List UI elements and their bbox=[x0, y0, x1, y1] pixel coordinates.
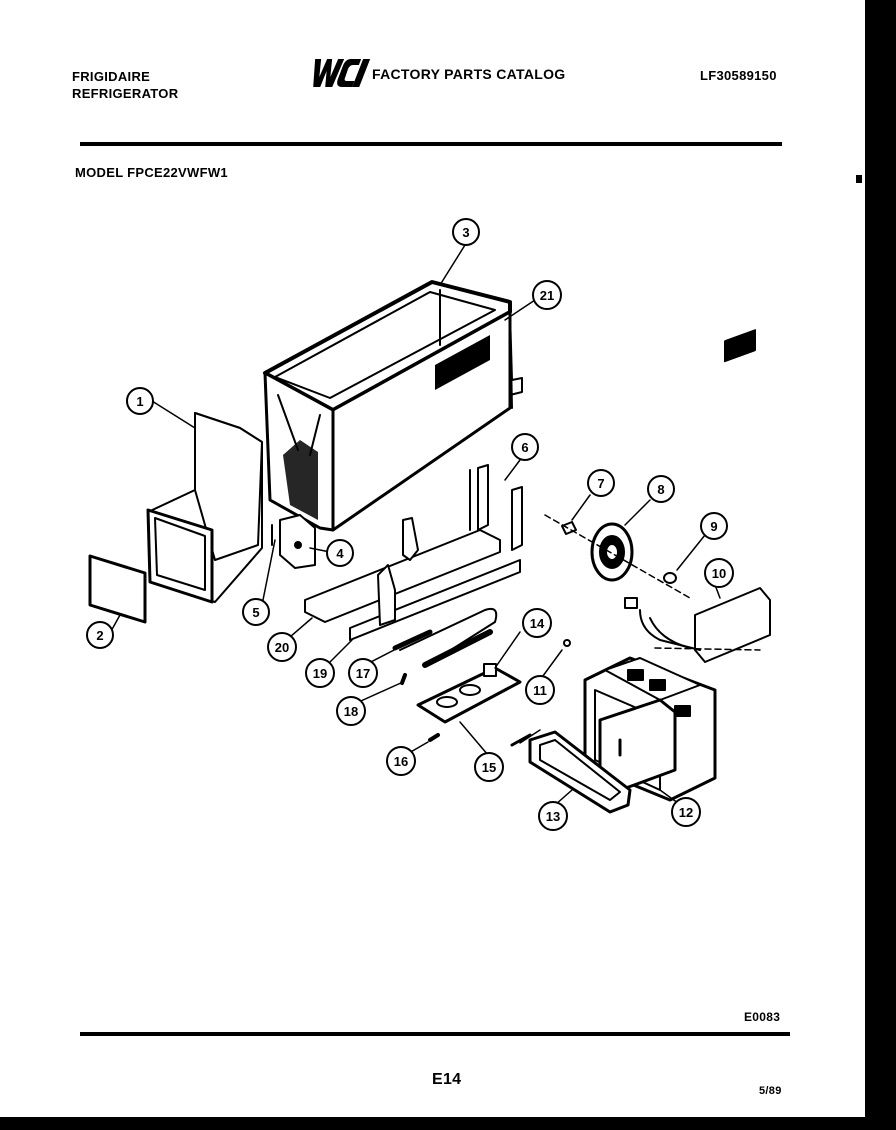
callout-19: 19 bbox=[305, 658, 335, 688]
svg-text:6: 6 bbox=[521, 440, 528, 455]
svg-text:20: 20 bbox=[275, 640, 289, 655]
catalog-sheet: FRIGIDAIRE REFRIGERATOR FACTORY PARTS CA… bbox=[0, 0, 865, 1117]
svg-text:9: 9 bbox=[710, 519, 717, 534]
ice-bucket bbox=[263, 280, 523, 532]
svg-text:8: 8 bbox=[657, 482, 664, 497]
svg-text:21: 21 bbox=[540, 288, 554, 303]
catalog-title: FACTORY PARTS CATALOG bbox=[372, 66, 566, 82]
print-date: 5/89 bbox=[759, 1085, 782, 1097]
callout-5: 5 bbox=[242, 598, 270, 626]
callout-11: 11 bbox=[525, 675, 555, 705]
callout-16: 16 bbox=[386, 746, 416, 776]
svg-text:4: 4 bbox=[336, 546, 344, 561]
screws bbox=[400, 639, 571, 747]
wci-logo bbox=[313, 59, 371, 87]
callout-20: 20 bbox=[267, 632, 297, 662]
heater-strip bbox=[392, 607, 498, 668]
svg-text:7: 7 bbox=[597, 476, 604, 491]
svg-text:13: 13 bbox=[546, 809, 560, 824]
svg-text:1: 1 bbox=[136, 394, 143, 409]
callout-6: 6 bbox=[511, 433, 539, 461]
part-number: LF30589150 bbox=[700, 68, 777, 83]
callout-13: 13 bbox=[538, 801, 568, 831]
diagram-code: E0083 bbox=[744, 1010, 781, 1024]
bucket-bracket bbox=[271, 514, 316, 569]
callout-9: 9 bbox=[700, 512, 728, 540]
callout-4: 4 bbox=[326, 539, 354, 567]
motor-coupling bbox=[544, 514, 691, 599]
callouts: 1 2 3 4 5 6 7 8 9 10 11 12 13 14 15 16 1… bbox=[86, 218, 734, 831]
callout-1: 1 bbox=[126, 387, 154, 415]
svg-text:16: 16 bbox=[394, 754, 408, 769]
callout-2: 2 bbox=[86, 621, 114, 649]
svg-text:18: 18 bbox=[344, 704, 358, 719]
svg-text:12: 12 bbox=[679, 805, 693, 820]
footer-divider bbox=[80, 1032, 790, 1036]
page-number: E14 bbox=[432, 1071, 462, 1088]
brand-block: FRIGIDAIRE REFRIGERATOR bbox=[72, 68, 178, 102]
switch-assembly bbox=[624, 329, 771, 663]
header-divider bbox=[80, 142, 782, 146]
svg-text:5: 5 bbox=[252, 605, 259, 620]
product-type: REFRIGERATOR bbox=[72, 86, 179, 101]
auger-rails bbox=[304, 464, 523, 641]
motor-housing bbox=[583, 656, 717, 802]
svg-text:10: 10 bbox=[712, 566, 726, 581]
callout-18: 18 bbox=[336, 696, 366, 726]
motor-gasket bbox=[528, 730, 632, 814]
callout-12: 12 bbox=[671, 797, 701, 827]
svg-text:3: 3 bbox=[462, 225, 469, 240]
svg-text:14: 14 bbox=[530, 616, 545, 631]
svg-text:2: 2 bbox=[96, 628, 103, 643]
svg-text:11: 11 bbox=[533, 683, 547, 698]
label-plate bbox=[88, 554, 147, 624]
callout-15: 15 bbox=[474, 752, 504, 782]
svg-text:19: 19 bbox=[313, 666, 327, 681]
edge-mark bbox=[856, 175, 862, 183]
svg-text:17: 17 bbox=[356, 666, 370, 681]
callout-10: 10 bbox=[704, 558, 734, 588]
brand-name: FRIGIDAIRE bbox=[72, 69, 151, 84]
callout-17: 17 bbox=[348, 658, 378, 688]
svg-text:15: 15 bbox=[482, 760, 496, 775]
callout-14: 14 bbox=[522, 608, 552, 638]
model-number: MODEL FPCE22VWFW1 bbox=[75, 165, 228, 180]
callout-21: 21 bbox=[532, 280, 562, 310]
bucket-front-panel bbox=[146, 412, 263, 604]
cover-plate bbox=[416, 663, 522, 724]
callout-7: 7 bbox=[587, 469, 615, 497]
callout-8: 8 bbox=[647, 475, 675, 503]
callout-3: 3 bbox=[452, 218, 480, 246]
exploded-parts-diagram: 1 2 3 4 5 6 7 8 9 10 11 12 13 14 15 16 1… bbox=[86, 218, 771, 831]
